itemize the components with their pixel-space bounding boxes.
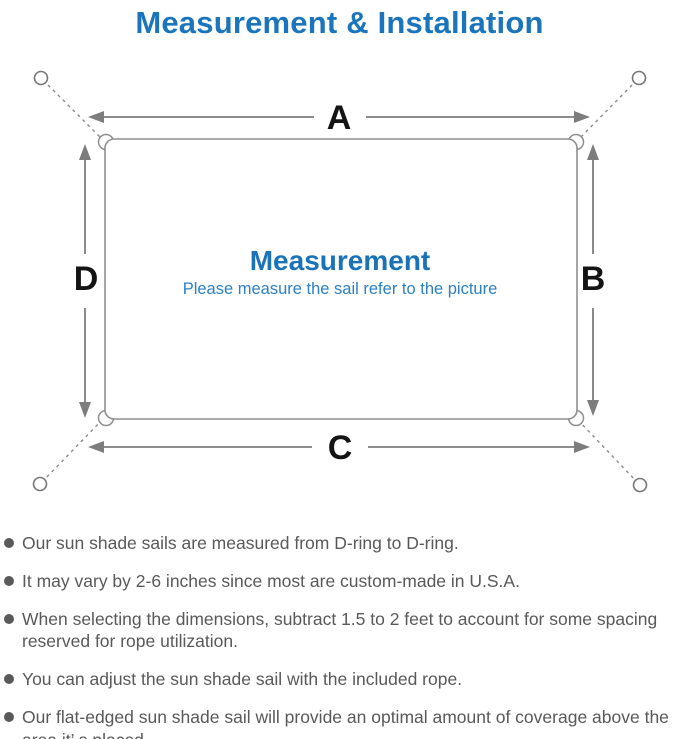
arrowhead-a-left [88, 111, 104, 123]
bullet-icon [4, 613, 14, 624]
note-item: You can adjust the sun shade sail with t… [4, 668, 671, 691]
dimension-label-b: B [581, 260, 606, 298]
anchor-ring-bottom-left [32, 476, 48, 492]
note-text: When selecting the dimensions, subtract … [22, 608, 658, 652]
arrowhead-a-right [574, 111, 590, 123]
note-text: Our sun shade sails are measured from D-… [22, 533, 459, 553]
diagram-center-heading: Measurement [250, 245, 431, 276]
arrowhead-c-left [88, 441, 104, 453]
note-text: Our flat-edged sun shade sail will provi… [22, 706, 669, 739]
note-text: It may vary by 2-6 inches since most are… [22, 570, 520, 591]
bullet-icon [4, 575, 14, 586]
rope-dashed-line-bottom-right [575, 417, 639, 484]
note-item: When selecting the dimensions, subtract … [4, 608, 671, 654]
bullet-icon [4, 674, 14, 684]
rope-dashed-line-top-right [576, 79, 638, 142]
arrowhead-d-down [79, 402, 91, 418]
rope-dashed-line-bottom-left [41, 417, 105, 483]
note-item: Our sun shade sails are measured from D-… [4, 532, 671, 555]
measurement-diagram-svg: A C D B [32, 70, 648, 493]
page-title: Measurement & Installation [135, 5, 544, 40]
dimension-label-c: C [328, 429, 353, 467]
measurement-diagram: A C D B [0, 55, 679, 520]
notes-list: Our sun shade sails are measured from D-… [0, 532, 679, 739]
diagram-center-subtitle: Please measure the sail refer to the pic… [183, 280, 498, 298]
arrowhead-b-down [587, 400, 599, 416]
bullet-icon [4, 711, 14, 722]
arrowhead-d-up [79, 144, 91, 160]
arrowhead-c-right [574, 441, 590, 453]
anchor-ring-top-left [33, 70, 49, 86]
arrowhead-b-up [587, 144, 599, 160]
dimension-label-a: A [327, 99, 352, 137]
note-text: You can adjust the sun shade sail with t… [22, 669, 463, 689]
anchor-ring-top-right [631, 70, 647, 86]
anchor-ring-bottom-right [632, 477, 648, 493]
sail-outline [104, 138, 578, 420]
note-item: It may vary by 2-6 inches since most are… [4, 570, 671, 593]
dimension-label-d: D [74, 260, 99, 298]
bullet-icon [4, 538, 14, 548]
note-item: Our flat-edged sun shade sail will provi… [4, 706, 671, 739]
rope-dashed-line-top-left [42, 79, 105, 142]
